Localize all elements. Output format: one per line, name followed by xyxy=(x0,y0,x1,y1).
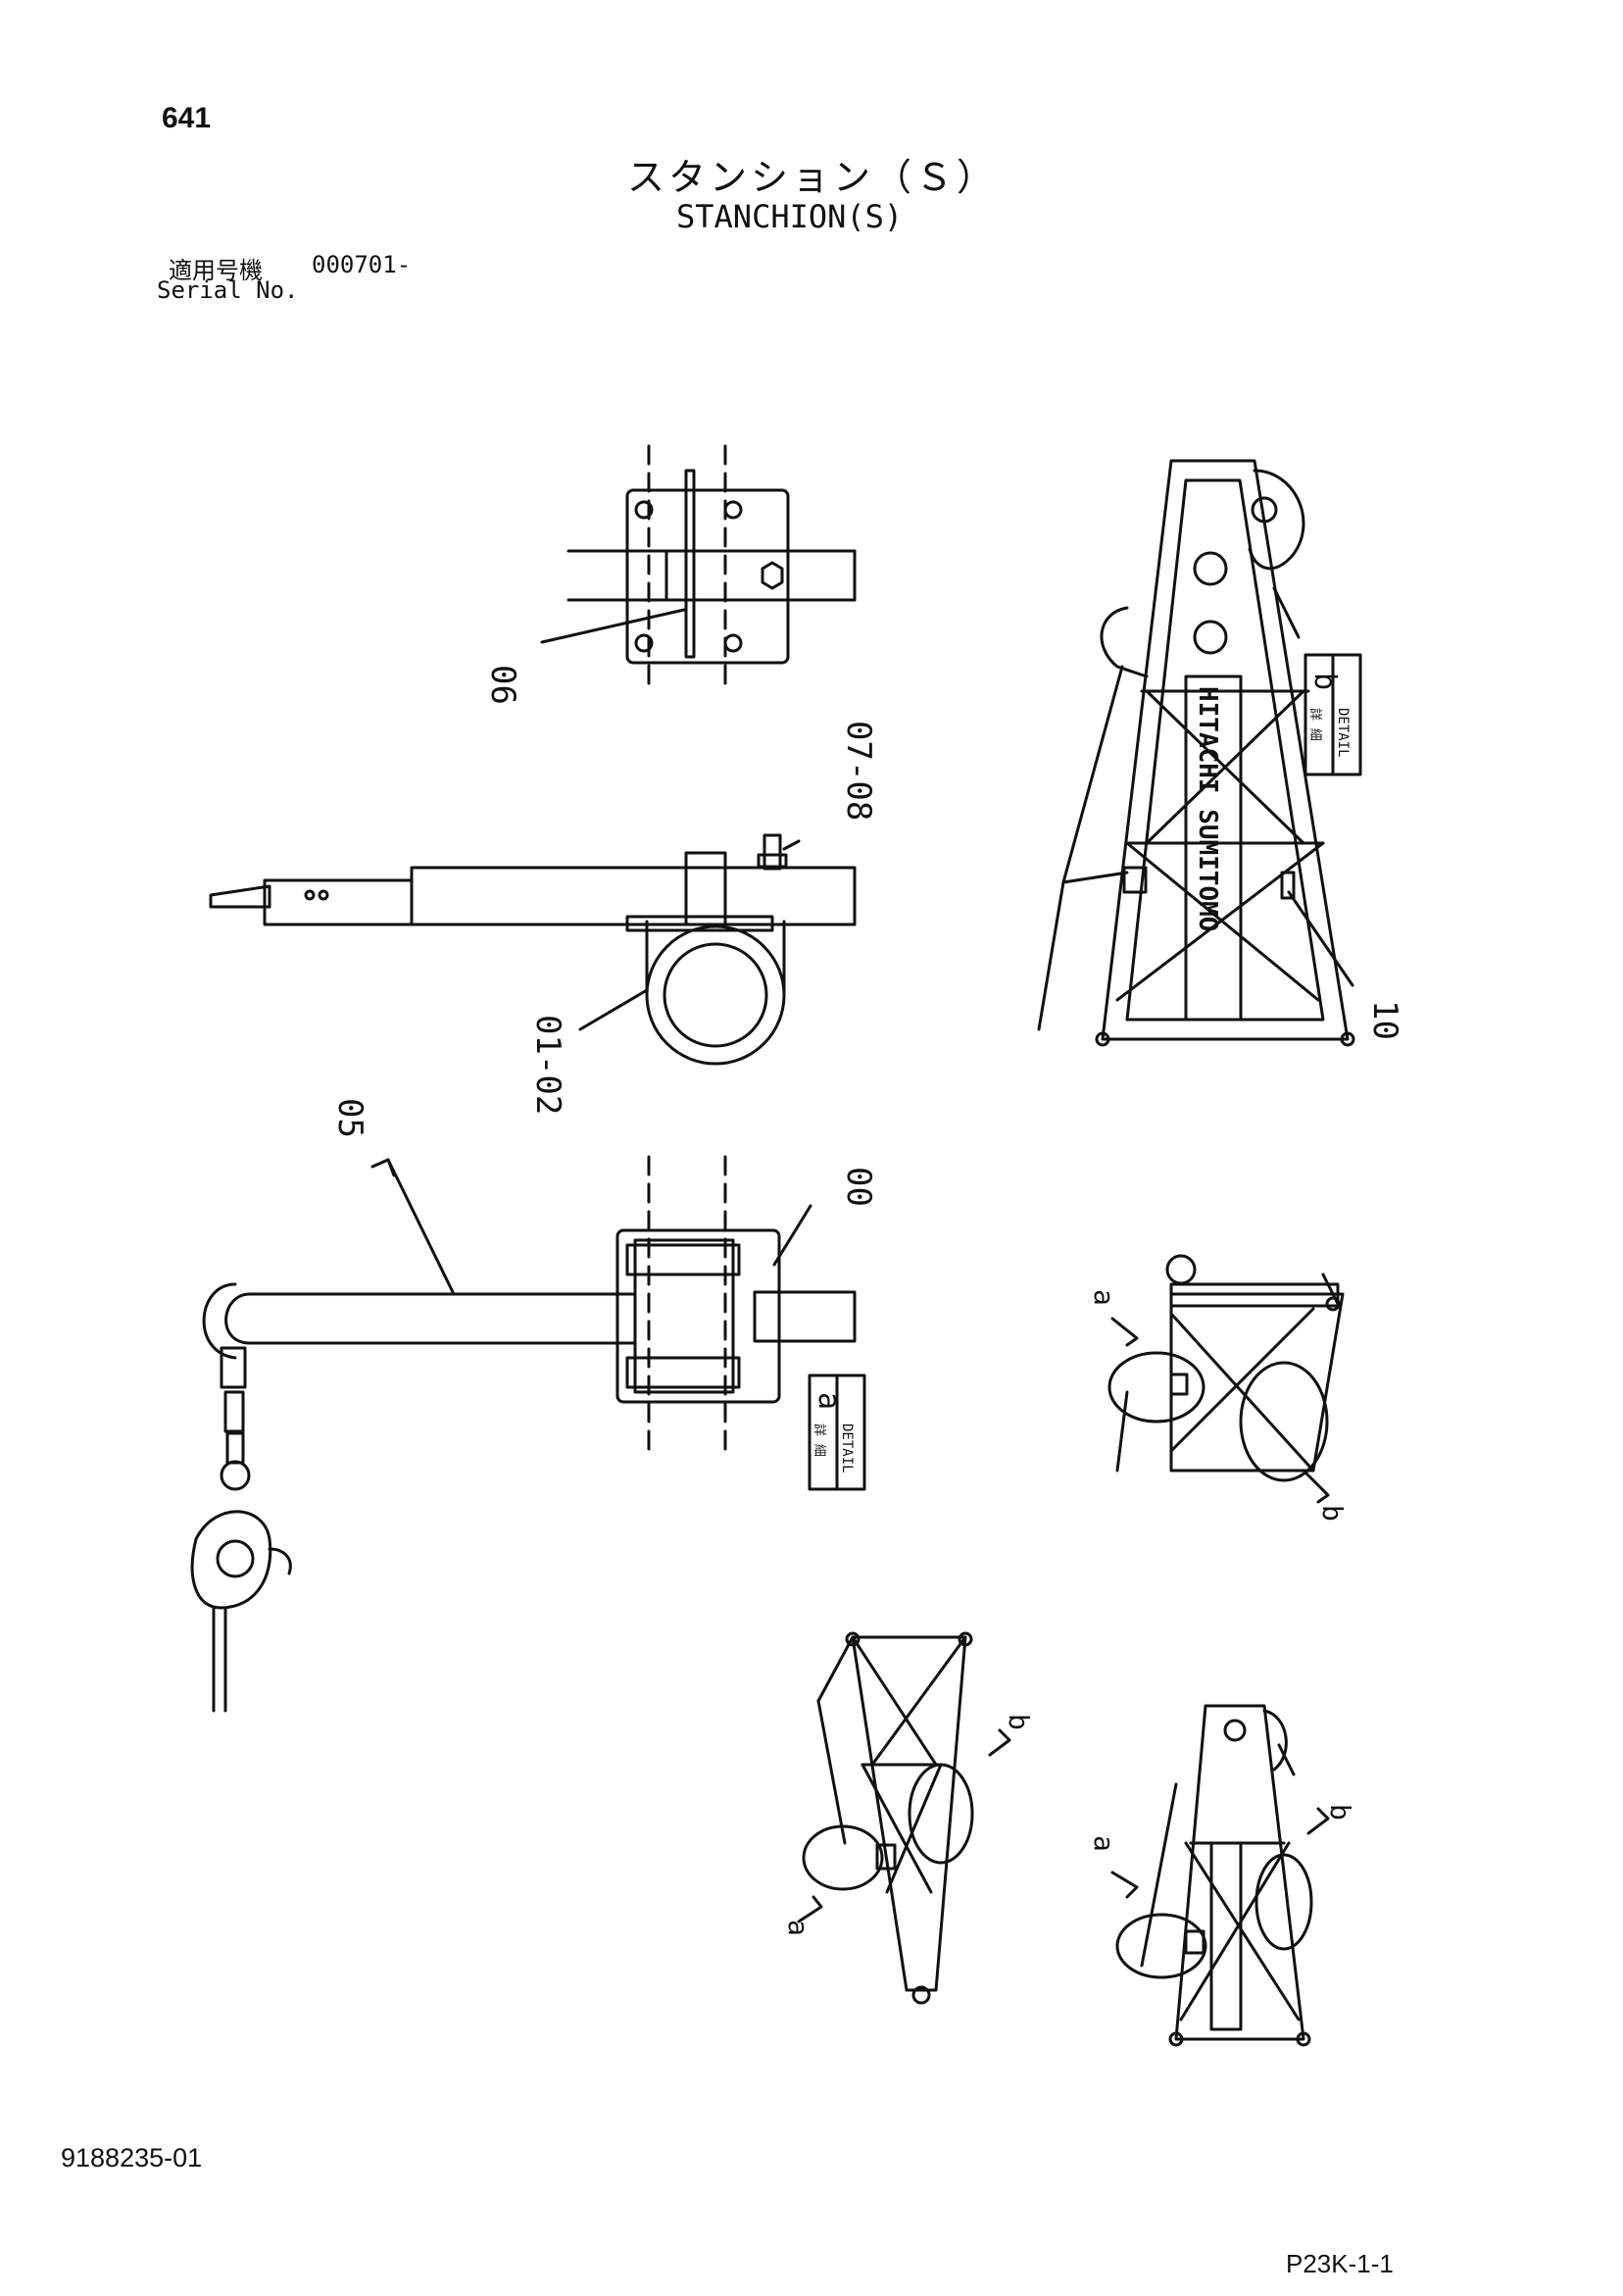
small-frame-view xyxy=(1107,1254,1345,1504)
detail-b-box xyxy=(1303,653,1362,776)
callout-10: 10 xyxy=(1365,1000,1404,1040)
callout-07-08: 07-08 xyxy=(839,721,878,821)
callout-01-02: 01-02 xyxy=(528,1015,567,1115)
page-code: P23K-1-1 xyxy=(1286,2249,1394,2278)
view-marker-a-3: a xyxy=(1088,1835,1120,1852)
page-number: 641 xyxy=(162,102,212,134)
page-title-english: STANCHION(S) xyxy=(676,198,904,235)
callout-00: 00 xyxy=(839,1167,878,1207)
serial-label-japanese: 適用号機 xyxy=(169,257,263,284)
crane-base-view xyxy=(1037,459,1355,1047)
callout-06: 06 xyxy=(483,665,522,705)
serial-value: 000701- xyxy=(312,251,412,278)
page-title-japanese: スタンション（Ｓ） xyxy=(627,156,999,199)
view-marker-a-1: a xyxy=(1088,1289,1120,1306)
view-marker-a-2: a xyxy=(782,1920,814,1936)
stanchion-assembly-view xyxy=(190,1155,857,1713)
detail-b-jp: 詳 細 xyxy=(1307,708,1323,741)
detail-b-word: DETAIL xyxy=(1335,708,1351,758)
crane-brand-text: HITACHI SUMITOMO xyxy=(1193,686,1222,931)
view-marker-b-1: b xyxy=(1316,1505,1349,1522)
document-number: 9188235-01 xyxy=(61,2143,203,2172)
serial-label-english: Serial No. xyxy=(157,276,299,304)
detail-b-letter: b xyxy=(1307,673,1342,690)
callout-05: 05 xyxy=(330,1098,369,1138)
detail-a-box xyxy=(808,1373,866,1491)
detail-a-word: DETAIL xyxy=(839,1423,855,1473)
detail-a-letter: a xyxy=(812,1392,846,1410)
stanchion-side-view xyxy=(209,833,857,1066)
view-marker-b-2: b xyxy=(1003,1714,1035,1730)
view-marker-b-3: b xyxy=(1324,1804,1356,1821)
bracket-top-view xyxy=(540,444,857,688)
boom-frame-view xyxy=(797,1631,1011,2005)
crane-mast-view xyxy=(1110,1704,1330,2047)
detail-a-jp: 詳 細 xyxy=(812,1423,827,1457)
